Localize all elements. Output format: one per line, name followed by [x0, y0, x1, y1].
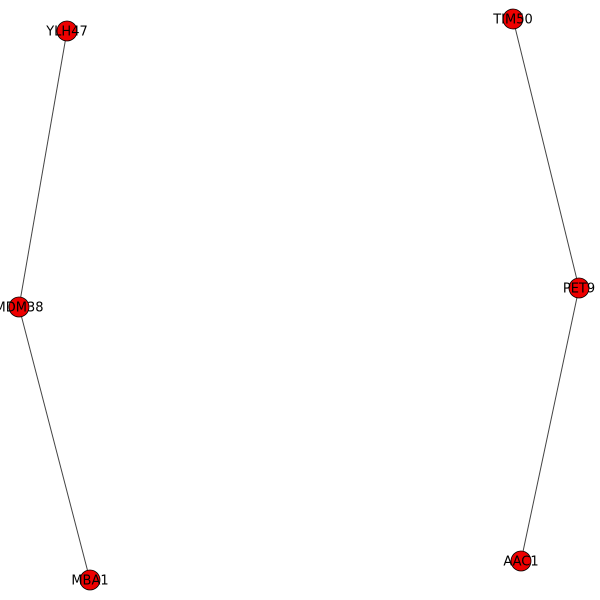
node-label-aac1: AAC1: [503, 555, 538, 570]
node-mdm38[interactable]: [8, 296, 30, 318]
node-label-mdm38: MDM38: [0, 301, 44, 316]
edges-layer: [18, 18, 580, 581]
node-mba1[interactable]: [79, 569, 101, 591]
edge-tim50-pet9: [512, 18, 580, 289]
edge-pet9-aac1: [520, 287, 580, 562]
node-aac1[interactable]: [510, 550, 532, 572]
node-pet9[interactable]: [568, 277, 590, 299]
edge-mdm38-mba1: [18, 306, 91, 581]
nodes-layer: [8, 8, 590, 591]
edge-ylh47-mdm38: [18, 30, 68, 308]
node-label-pet9: PET9: [563, 282, 595, 297]
node-label-ylh47: YLH47: [45, 25, 88, 40]
node-ylh47[interactable]: [56, 20, 78, 42]
node-label-tim50: TIM50: [492, 13, 533, 28]
node-tim50[interactable]: [502, 8, 524, 30]
node-label-mba1: MBA1: [71, 574, 108, 589]
